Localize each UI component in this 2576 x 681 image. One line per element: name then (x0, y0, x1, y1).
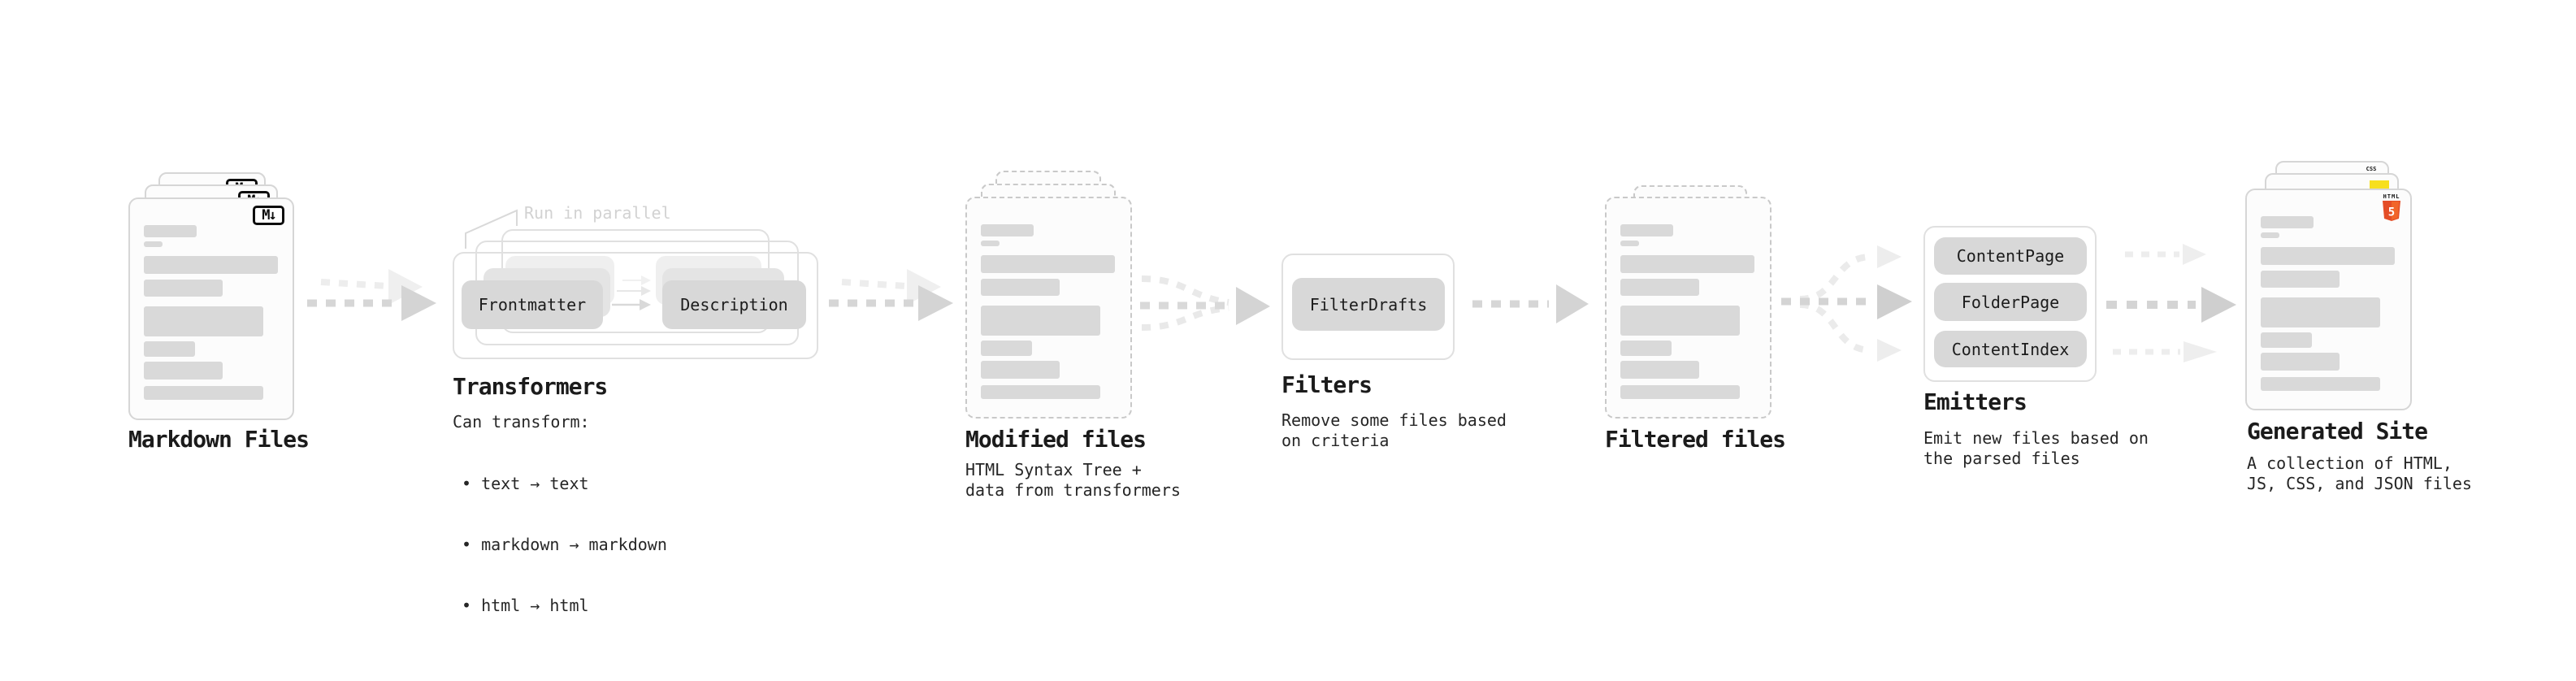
transformer-box-description: Description (662, 280, 806, 329)
doc-skeleton-line (1620, 340, 1672, 356)
run-in-parallel-label: Run in parallel (524, 203, 671, 223)
emitters-frame (1923, 226, 2097, 382)
arrow-filters-to-filtered (1472, 284, 1589, 323)
arrow-emitters-to-generated (2106, 244, 2236, 362)
emitter-box-folderpage: FolderPage (1934, 283, 2087, 321)
doc-skeleton-line (2261, 332, 2312, 348)
doc-skeleton-line (981, 340, 1032, 356)
doc-skeleton-line (1620, 306, 1740, 336)
node-title-markdown-files: Markdown Files (128, 426, 310, 453)
node-title-modified-files: Modified files (965, 426, 1147, 453)
node-title-transformers: Transformers (453, 373, 608, 400)
node-title-emitters: Emitters (1923, 388, 2027, 415)
doc-skeleton-line (981, 279, 1060, 296)
emitters-subtitle: Emit new files based on the parsed files (1923, 428, 2149, 468)
css-icon-label: CSS (2366, 166, 2377, 172)
doc-skeleton-line (981, 224, 1034, 236)
filter-box-filterdrafts: FilterDrafts (1292, 278, 1445, 331)
generated-file-card: HTML 5 (2245, 189, 2412, 410)
arrow-filtered-to-emitters (1781, 245, 1912, 362)
html5-icon: HTML 5 (2382, 193, 2401, 221)
markdown-icon: M↓ (253, 206, 284, 225)
doc-skeleton-line (144, 256, 278, 274)
doc-skeleton-line (981, 255, 1115, 273)
markdown-file-card: M↓ (128, 197, 294, 420)
doc-skeleton-line (144, 386, 263, 400)
arrow-transformers-to-modified (829, 269, 953, 321)
node-title-filters: Filters (1281, 371, 1373, 398)
generated-site-subtitle: A collection of HTML, JS, CSS, and JSON … (2247, 453, 2472, 493)
filters-subtitle: Remove some files based on criteria (1281, 410, 1507, 450)
transformer-box-frontmatter: Frontmatter (462, 280, 603, 329)
transformers-description-heading: Can transform: (453, 412, 590, 432)
doc-skeleton-line (1620, 385, 1740, 399)
doc-skeleton-line (981, 241, 1000, 246)
doc-skeleton-line (1620, 279, 1699, 296)
doc-skeleton-line (981, 361, 1060, 379)
doc-skeleton-line (2261, 232, 2279, 238)
arrow-modified-to-filters (1140, 275, 1270, 331)
doc-skeleton-line (144, 225, 197, 237)
node-title-filtered-files: Filtered files (1605, 426, 1786, 453)
doc-skeleton-line (2261, 297, 2380, 327)
emitter-box-contentindex: ContentIndex (1934, 331, 2087, 367)
doc-skeleton-line (981, 306, 1100, 336)
doc-skeleton-line (144, 306, 263, 336)
modified-file-card (965, 197, 1132, 419)
html5-icon-label: HTML (2383, 193, 2400, 200)
doc-skeleton-line (1620, 224, 1673, 236)
doc-skeleton-line (144, 362, 223, 380)
doc-skeleton-line (1620, 241, 1639, 246)
transformers-frame (453, 252, 818, 359)
doc-skeleton-line (2261, 216, 2314, 228)
doc-skeleton-line (1620, 255, 1754, 273)
node-title-generated-site: Generated Site (2247, 418, 2428, 445)
doc-skeleton-line (2261, 247, 2395, 265)
doc-skeleton-line (2261, 271, 2340, 288)
js-icon (2370, 180, 2389, 189)
bullet-item: • html → html (462, 596, 589, 615)
emitter-box-contentpage: ContentPage (1934, 237, 2087, 275)
svg-text:5: 5 (2388, 206, 2395, 219)
doc-skeleton-line (144, 280, 223, 297)
doc-skeleton-line (981, 385, 1100, 399)
doc-skeleton-line (2261, 377, 2380, 391)
bullet-item: • markdown → markdown (462, 535, 667, 554)
filtered-file-card (1605, 197, 1772, 419)
doc-skeleton-line (144, 341, 195, 357)
doc-skeleton-line (1620, 361, 1699, 379)
doc-skeleton-line (2261, 353, 2340, 371)
bullet-item: • text → text (462, 474, 589, 493)
doc-skeleton-line (144, 241, 163, 247)
arrow-markdown-to-transformers (307, 269, 436, 321)
modified-files-subtitle: HTML Syntax Tree + data from transformer… (965, 460, 1181, 500)
transformers-bullet-list: • text → text • markdown → markdown • ht… (462, 433, 667, 657)
filters-frame (1281, 254, 1455, 360)
